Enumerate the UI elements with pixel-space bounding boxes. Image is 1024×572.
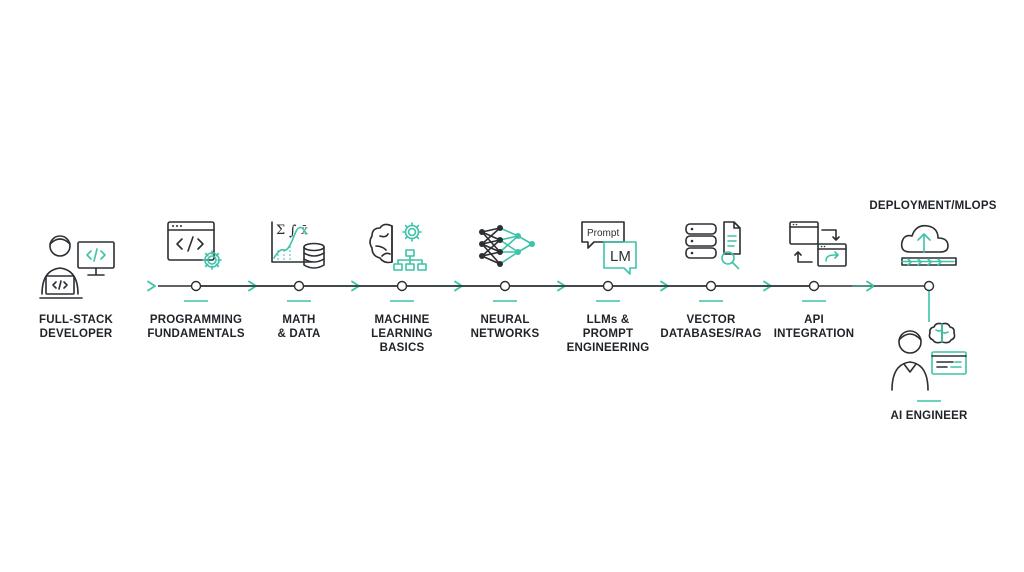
step-label-machine-learning-basics: MACHINE LEARNING BASICS <box>371 314 433 354</box>
step-label-vector-databases-rag: VECTOR DATABASES/RAG <box>660 314 762 340</box>
step-node-1 <box>293 280 305 292</box>
svg-text:∫: ∫ <box>289 223 296 239</box>
prompt-bubble-text: Prompt <box>587 228 619 239</box>
timeline-connectors <box>114 280 941 402</box>
step-label-llms-prompt-engineering: LLMs & PROMPT ENGINEERING <box>566 314 650 354</box>
brain-gear-hierarchy-icon <box>369 222 427 271</box>
end-label: AI ENGINEER <box>890 410 968 422</box>
start-label: FULL-STACK DEVELOPER <box>39 314 113 340</box>
developer-laptop-icon <box>39 235 115 299</box>
deployment-label: DEPLOYMENT/MLOPS <box>869 200 997 212</box>
step-node-0 <box>190 280 202 292</box>
api-windows-icon <box>789 221 847 267</box>
step-node-2 <box>396 280 408 292</box>
step-label-api-integration: API INTEGRATION <box>773 314 855 340</box>
prompt-lm-bubbles-icon: Prompt LM <box>581 221 637 275</box>
neural-network-icon <box>479 225 535 267</box>
lm-bubble-text: LM <box>610 248 631 265</box>
svg-text:Σ: Σ <box>276 223 285 238</box>
math-chart-database-icon: Σ ∫ x̄ <box>271 221 325 269</box>
step-label-neural-networks: NEURAL NETWORKS <box>470 314 540 340</box>
start-arrow-head <box>147 280 156 292</box>
step-node-3 <box>499 280 511 292</box>
step-node-4 <box>602 280 614 292</box>
step-label-math-data: MATH & DATA <box>277 314 321 340</box>
code-window-gear-icon <box>167 221 222 270</box>
engineer-brain-screen-icon <box>891 322 967 391</box>
final-node <box>923 280 935 292</box>
step-label-programming-fundamentals: PROGRAMMING FUNDAMENTALS <box>147 314 245 340</box>
step-node-5 <box>705 280 717 292</box>
database-search-document-icon <box>685 221 741 270</box>
cloud-upload-pipeline-icon <box>900 224 957 266</box>
step-node-6 <box>808 280 820 292</box>
